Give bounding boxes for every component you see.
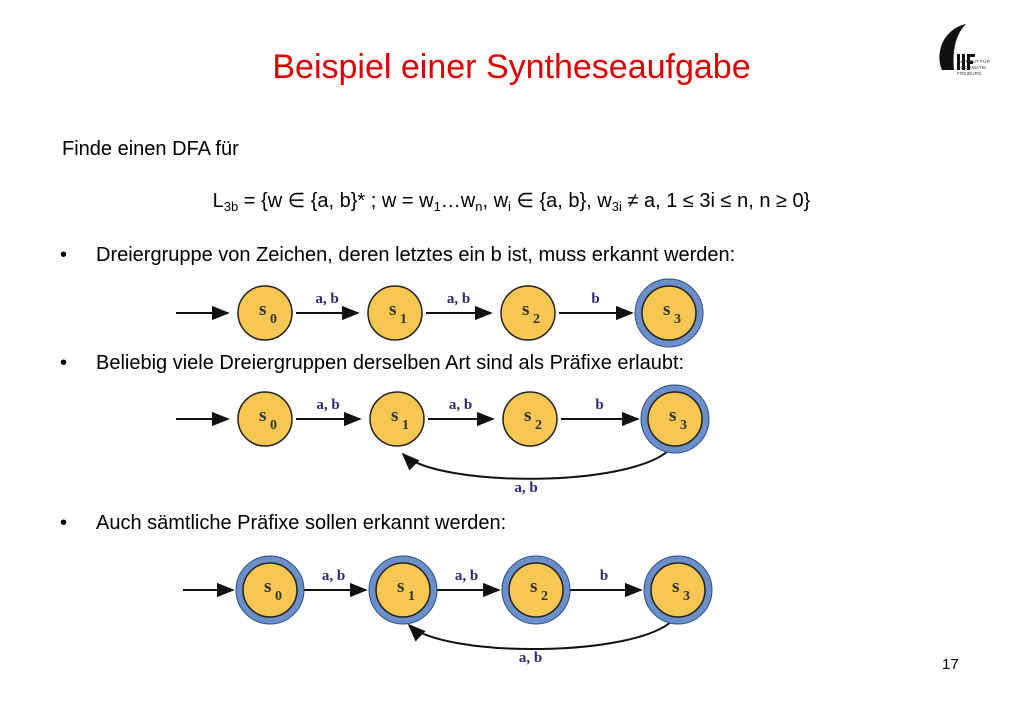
state-label: s [259,299,266,320]
state-node [369,391,425,447]
state-label: s [391,405,398,426]
transition-label: a, b [447,291,470,307]
bullet-dot: • [60,352,68,374]
page-number: 17 [942,656,959,673]
state-node [650,562,706,618]
state-label-subscript: 3 [680,418,687,433]
state-label-subscript: 0 [270,418,277,433]
logo-text-line1: INSTITUT FÜR [957,59,991,64]
state-label-subscript: 1 [402,418,409,433]
transition-label: b [595,397,603,413]
transition-label: a, b [455,568,478,584]
back-transition-arrow [401,447,672,480]
state-node [508,562,564,618]
transition-label: a, b [315,291,338,307]
bullet-dot: • [60,512,68,534]
state-label: s [397,576,404,597]
state-label: s [672,576,679,597]
state-label-subscript: 0 [270,312,277,327]
state-node [237,391,293,447]
state-label: s [259,405,266,426]
state-node [500,285,556,341]
bullet-text: Beliebig viele Dreiergruppen derselben A… [96,352,685,374]
state-label-subscript: 2 [535,418,542,433]
state-node [242,562,298,618]
state-label-subscript: 3 [674,312,681,327]
state-node [502,391,558,447]
state-label-subscript: 1 [400,312,407,327]
state-label: s [264,576,271,597]
back-transition-label: a, b [514,480,537,496]
state-label: s [669,405,676,426]
state-label: s [663,299,670,320]
transition-label: a, b [322,568,345,584]
slide-title: Beispiel einer Syntheseaufgabe [272,48,751,86]
state-node [375,562,431,618]
language-formula: L3b = {w ∈ {a, b}* ; w = w1…wn, wi ∈ {a,… [212,190,811,214]
state-label: s [530,576,537,597]
state-node [237,285,293,341]
transition-label: b [591,291,599,307]
university-logo-icon [939,24,975,70]
back-transition-label: a, b [519,650,542,666]
logo-text-line3: FREIBURG [957,71,982,76]
transition-label: b [600,568,608,584]
bullet-item-3: • Auch sämtliche Präfixe sollen erkannt w… [60,512,506,535]
bullet-dot: • [60,244,68,266]
bullet-text: Dreiergruppe von Zeichen, deren letztes … [96,244,736,266]
transition-label: a, b [449,397,472,413]
state-node [647,391,703,447]
state-label-subscript: 3 [683,589,690,604]
bullet-item-2: • Beliebig viele Dreiergruppen derselben … [60,352,684,375]
state-node [641,285,697,341]
back-transition-arrow [407,618,675,650]
state-label-subscript: 0 [275,589,282,604]
state-label: s [389,299,396,320]
state-label-subscript: 2 [541,589,548,604]
state-label-subscript: 2 [533,312,540,327]
state-node [367,285,423,341]
logo-text-line2: INFORMATIK [957,65,987,70]
state-label-subscript: 1 [408,589,415,604]
bullet-item-1: • Dreiergruppe von Zeichen, deren letztes… [60,244,735,267]
intro-text: Finde einen DFA für [62,138,239,160]
bullet-text: Auch sämtliche Präfixe sollen erkannt we… [96,512,507,534]
state-label: s [524,405,531,426]
transition-label: a, b [316,397,339,413]
state-label: s [522,299,529,320]
